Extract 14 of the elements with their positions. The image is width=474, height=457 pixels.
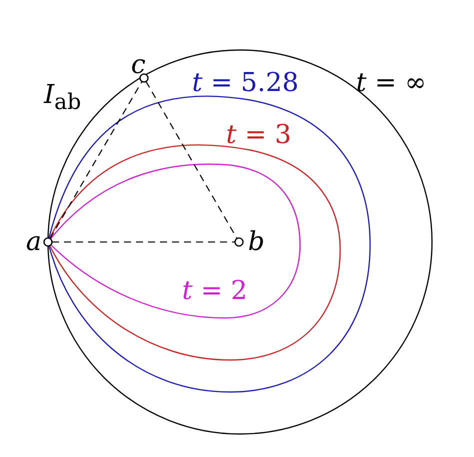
dashed-line — [50, 81, 142, 239]
set-label: I$_{ab}$ — [44, 80, 82, 118]
point-label: c — [131, 50, 146, 80]
point-marker — [139, 73, 149, 83]
dashed-line — [146, 81, 238, 239]
point-marker — [43, 237, 53, 247]
point-label: b — [248, 227, 265, 257]
curve-label: t = ∞ — [356, 68, 426, 98]
point-marker — [234, 237, 244, 247]
curve-label: t = 5.28 — [192, 68, 299, 98]
point-label: a — [26, 227, 42, 257]
curve-label: t = 2 — [182, 276, 248, 306]
dashed-line — [52, 241, 235, 243]
curve-label: t = 3 — [226, 120, 292, 150]
